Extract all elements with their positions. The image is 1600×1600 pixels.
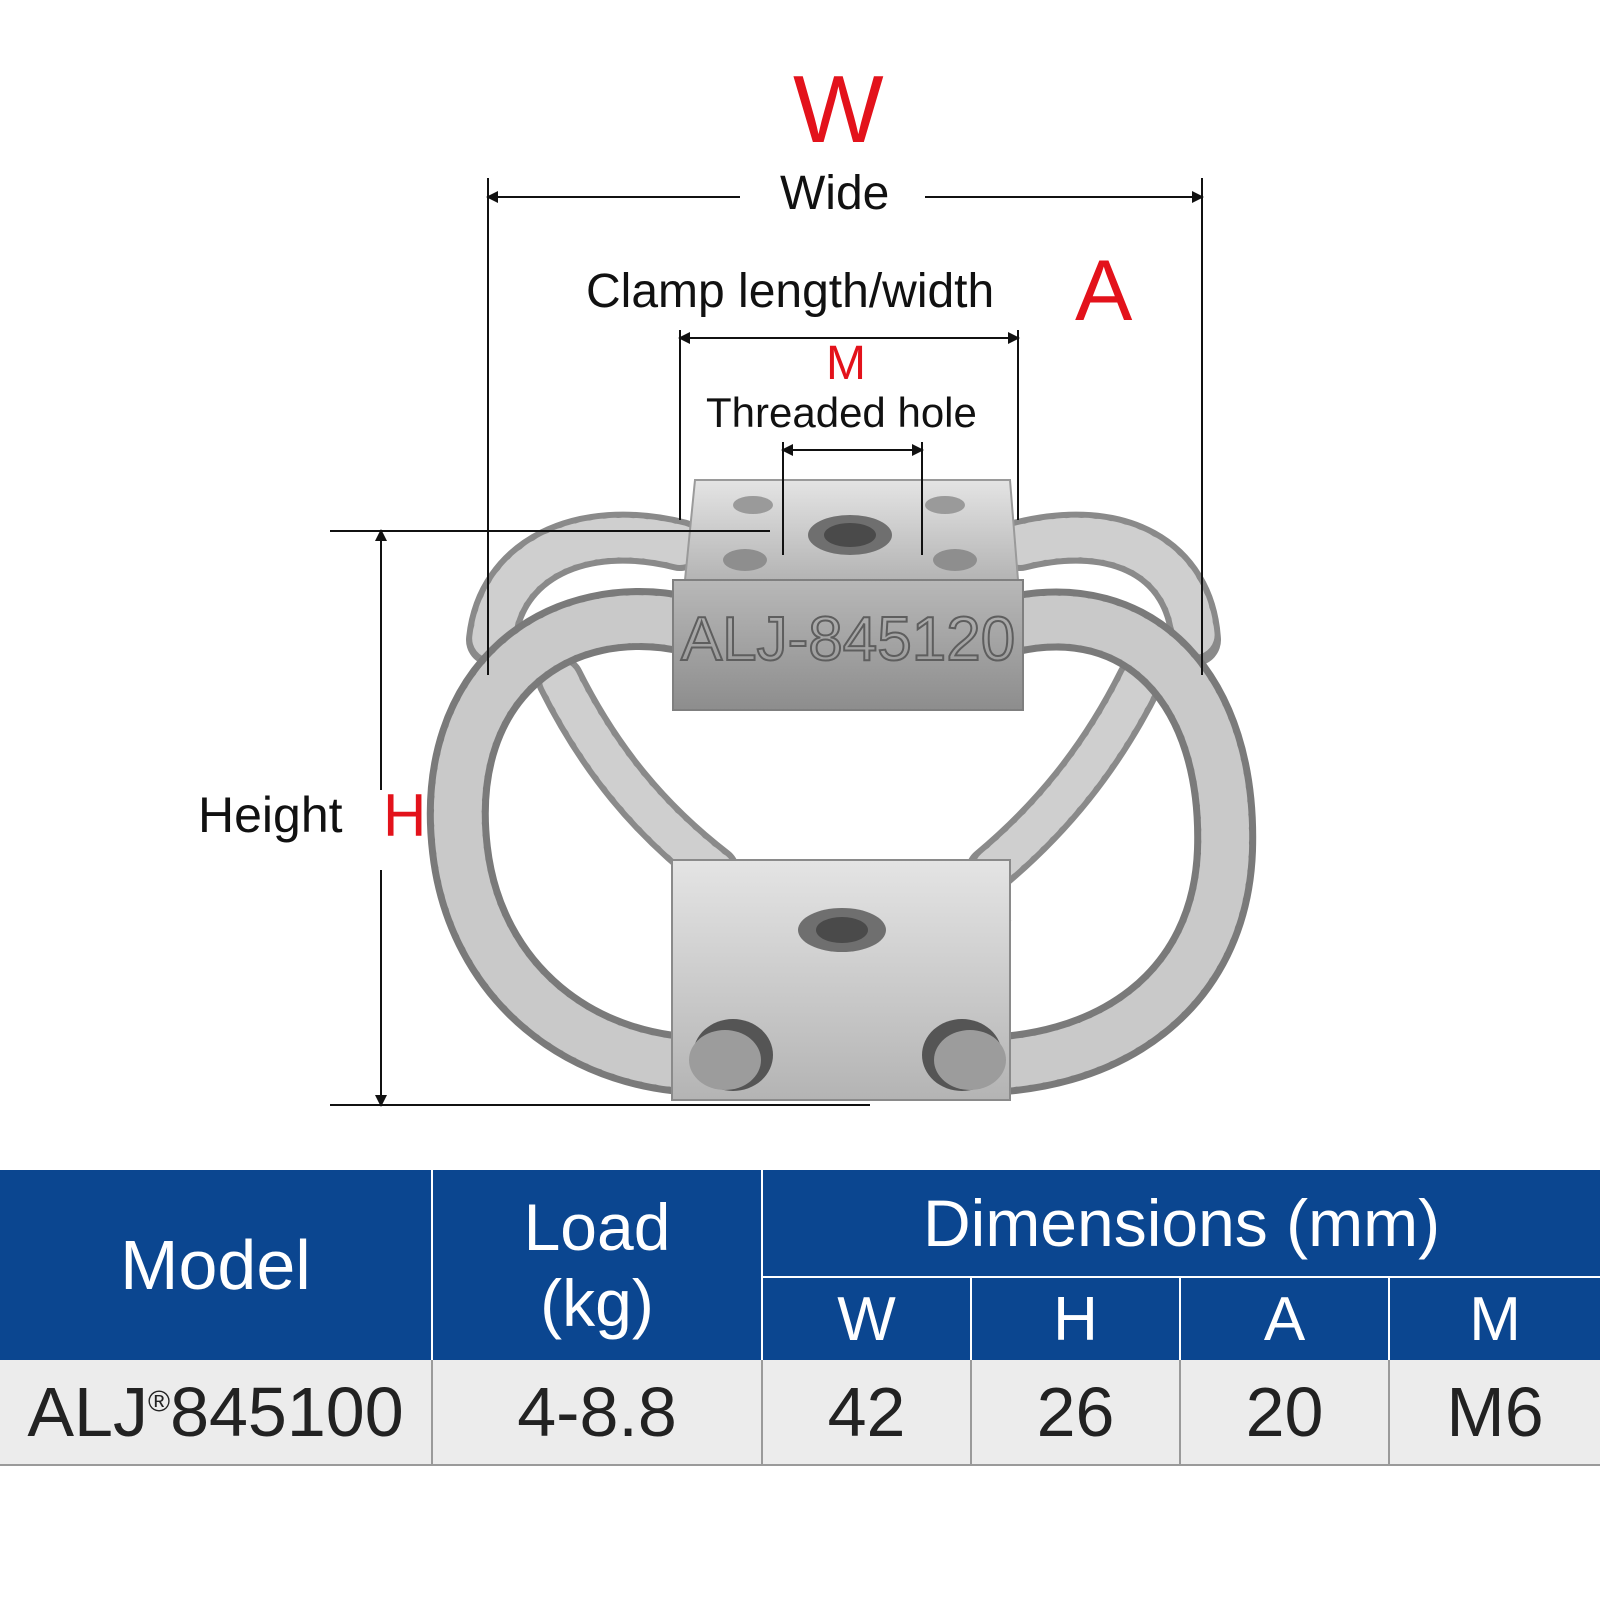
header-h: H [971, 1277, 1181, 1360]
width-symbol: W [793, 56, 884, 163]
width-label: Wide [780, 167, 890, 220]
header-model: Model [0, 1170, 433, 1360]
bottom-clamp-block [671, 859, 1012, 1101]
header-dimensions: Dimensions (mm) [762, 1170, 1600, 1278]
height-label: Height [198, 787, 343, 843]
header-load-line1: Load [523, 1190, 671, 1264]
header-a: A [1180, 1277, 1390, 1360]
dimension-lines [330, 178, 1204, 1107]
cell-h: 26 [971, 1360, 1181, 1466]
header-load: Load (kg) [432, 1170, 763, 1360]
spec-table: Model Load (kg) Dimensions (mm) W H A M … [0, 1170, 1600, 1466]
cell-load: 4-8.8 [432, 1360, 763, 1466]
model-prefix: ALJ [27, 1373, 148, 1451]
cell-w: 42 [762, 1360, 972, 1466]
product-diagram: ALJ-845120 [198, 56, 1257, 1107]
cell-model: ALJ®845100 [0, 1360, 433, 1466]
thread-symbol: M [826, 337, 866, 390]
clamp-symbol: A [1075, 243, 1133, 339]
wire-rope-back [466, 511, 1221, 894]
header-m: M [1389, 1277, 1600, 1360]
engraving-text: ALJ-845120 [681, 605, 1015, 674]
model-number: 845100 [170, 1373, 404, 1451]
top-clamp-block: ALJ-845120 [672, 479, 1024, 711]
table-subheader-row: W H A M [0, 1277, 1600, 1360]
isolator-illustration: ALJ-845120 [330, 178, 1257, 1107]
registered-mark: ® [147, 1385, 171, 1419]
header-load-line2: (kg) [540, 1266, 654, 1340]
threaded-hole-label: Threaded hole [706, 389, 977, 436]
header-w: W [762, 1277, 972, 1360]
height-symbol: H [383, 782, 427, 849]
wire-rope-front [426, 588, 1257, 1097]
cell-a: 20 [1180, 1360, 1390, 1466]
table-header-row: Model Load (kg) Dimensions (mm) [0, 1170, 1600, 1360]
cell-m: M6 [1389, 1360, 1600, 1466]
table-row: ALJ®845100 4-8.8 42 26 20 M6 [0, 1360, 1600, 1466]
clamp-length-label: Clamp length/width [586, 265, 995, 318]
